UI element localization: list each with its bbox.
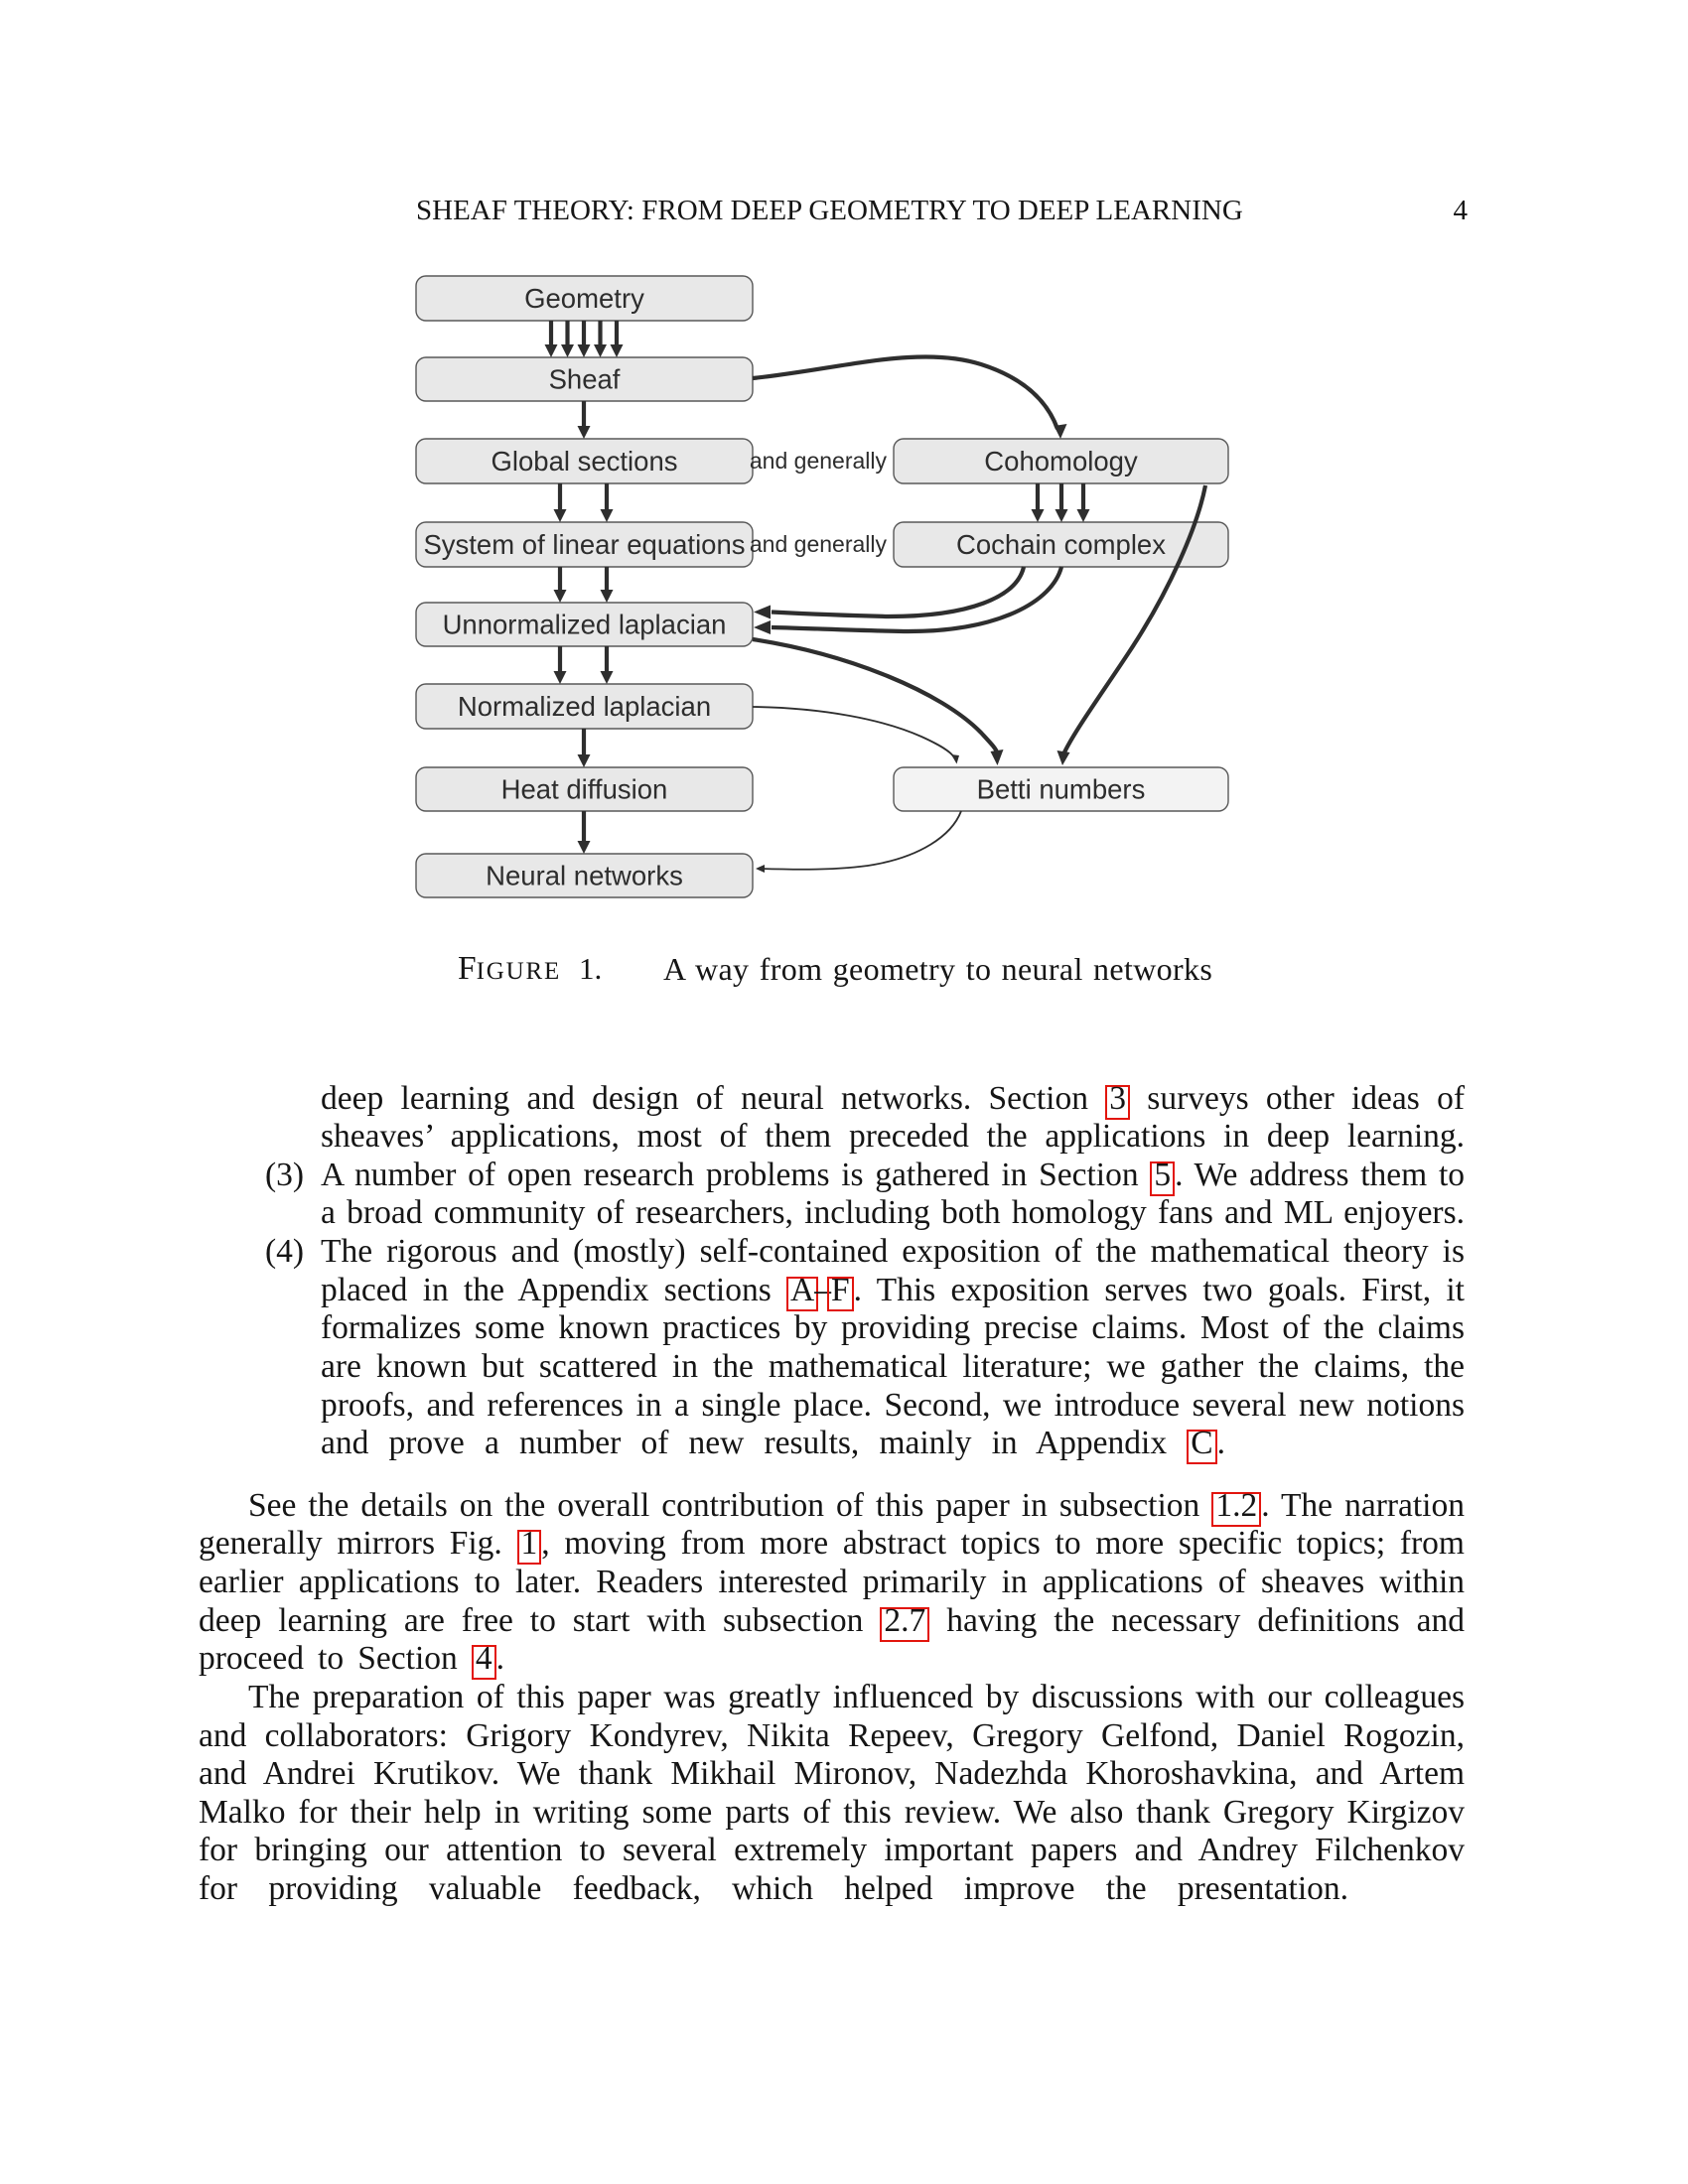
- svg-text:Unnormalized laplacian: Unnormalized laplacian: [443, 610, 727, 640]
- svg-text:Normalized laplacian: Normalized laplacian: [458, 691, 711, 722]
- svg-text:Cohomology: Cohomology: [984, 446, 1138, 477]
- svg-text:Heat diffusion: Heat diffusion: [501, 774, 668, 805]
- svg-text:and generally: and generally: [750, 448, 888, 474]
- svg-text:Neural networks: Neural networks: [486, 861, 683, 891]
- svg-text:Betti numbers: Betti numbers: [977, 774, 1146, 805]
- svg-text:and generally: and generally: [750, 531, 888, 557]
- svg-text:Geometry: Geometry: [524, 283, 644, 314]
- svg-text:System of linear equations: System of linear equations: [423, 529, 745, 560]
- svg-text:Sheaf: Sheaf: [549, 364, 621, 395]
- svg-text:Cochain complex: Cochain complex: [956, 529, 1166, 560]
- svg-text:Global sections: Global sections: [491, 446, 677, 477]
